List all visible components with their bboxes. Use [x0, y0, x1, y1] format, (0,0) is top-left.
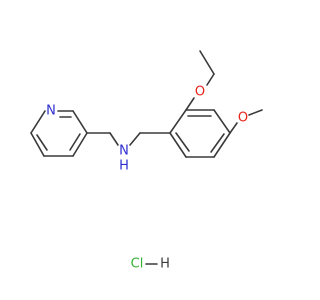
hcl-hydrogen-label: H: [160, 257, 170, 272]
amine-linker: [86, 132, 171, 146]
methoxy-oxygen-label: O: [238, 111, 248, 126]
chlorine-label: Cl: [131, 257, 144, 272]
structure-canvas: N N H O O Cl H: [30, 50, 263, 272]
amine-hydrogen-label: H: [119, 159, 129, 174]
ethoxy-group: [185, 50, 215, 111]
amine-nitrogen-label: N: [119, 144, 129, 159]
molecule-structure: N N H O O Cl H: [30, 50, 263, 272]
ethoxy-oxygen-label: O: [195, 85, 205, 100]
benzene-ring: [169, 109, 231, 158]
pyridine-nitrogen-label: N: [46, 104, 56, 119]
methoxy-group: [229, 109, 263, 134]
pyridine-ring: [30, 110, 88, 157]
